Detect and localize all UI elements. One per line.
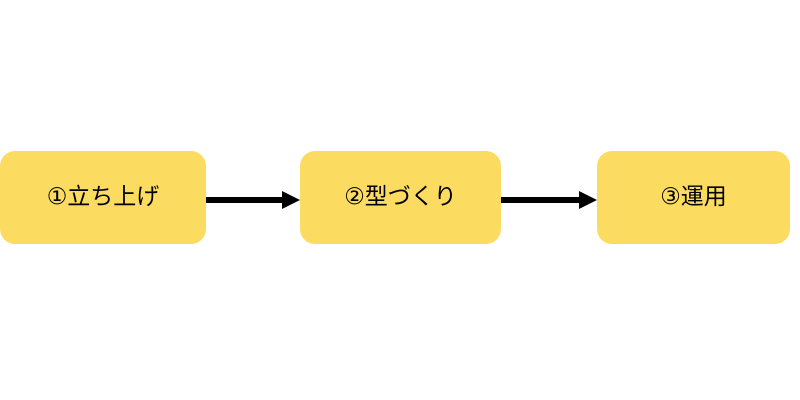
flow-arrow-2 <box>501 188 597 212</box>
arrow-shape <box>206 191 300 209</box>
process-node-label: ②型づくり <box>344 183 457 210</box>
process-node-step-3[interactable]: ③運用 <box>597 151 790 244</box>
process-node-step-2[interactable]: ②型づくり <box>300 151 501 244</box>
process-node-step-1[interactable]: ①立ち上げ <box>0 151 206 244</box>
flow-arrow-1 <box>206 188 300 212</box>
process-node-label: ①立ち上げ <box>46 183 160 210</box>
arrow-shape <box>501 191 597 209</box>
process-node-label: ③運用 <box>660 183 727 210</box>
